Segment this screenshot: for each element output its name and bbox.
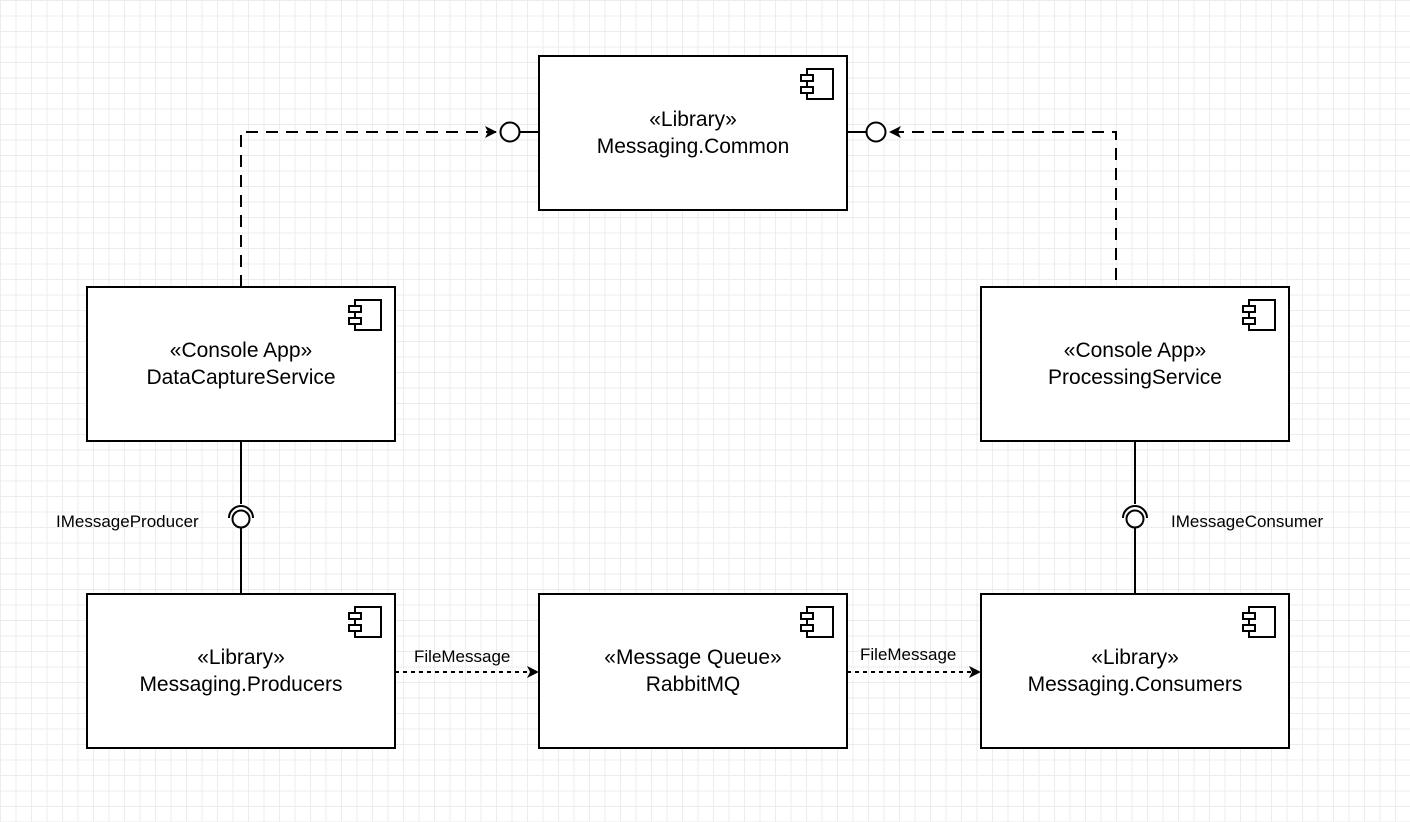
component-messaging-common[interactable]: «Library» Messaging.Common — [538, 55, 848, 211]
interface-label-producer: IMessageProducer — [56, 512, 199, 531]
consumer-socket — [1122, 505, 1148, 519]
component-name: DataCaptureService — [146, 366, 336, 389]
component-name: RabbitMQ — [645, 673, 741, 696]
flow-label-queue-to-consumers: FileMessage — [860, 645, 957, 664]
component-name: ProcessingService — [1048, 366, 1222, 389]
common-left-lollipop — [499, 121, 521, 143]
component-stereotype: «Console App» — [169, 339, 313, 362]
component-name: Messaging.Common — [596, 135, 790, 158]
component-name: Messaging.Producers — [139, 673, 343, 696]
component-processing-service[interactable]: «Console App» ProcessingService — [980, 286, 1290, 442]
component-stereotype: «Library» — [649, 108, 737, 131]
component-stereotype: «Console App» — [1063, 339, 1207, 362]
producer-socket — [228, 505, 254, 519]
component-name: Messaging.Consumers — [1027, 673, 1243, 696]
uml-component-icon — [800, 68, 834, 100]
component-stereotype: «Library» — [197, 646, 285, 669]
component-rabbitmq[interactable]: «Message Queue» RabbitMQ — [538, 593, 848, 749]
dependency-datacapture-to-common[interactable] — [240, 126, 497, 287]
uml-component-icon — [348, 606, 382, 638]
component-messaging-producers[interactable]: «Library» Messaging.Producers — [86, 593, 396, 749]
uml-component-icon — [348, 299, 382, 331]
uml-component-icon — [1242, 299, 1276, 331]
component-stereotype: «Message Queue» — [604, 646, 782, 669]
component-messaging-consumers[interactable]: «Library» Messaging.Consumers — [980, 593, 1290, 749]
consumer-ball — [1125, 509, 1145, 529]
producer-ball — [231, 509, 251, 529]
interface-label-consumer: IMessageConsumer — [1171, 512, 1324, 531]
component-data-capture-service[interactable]: «Console App» DataCaptureService — [86, 286, 396, 442]
uml-component-icon — [800, 606, 834, 638]
dependency-processing-to-common[interactable] — [889, 126, 1117, 280]
uml-component-icon — [1242, 606, 1276, 638]
common-right-lollipop — [865, 121, 887, 143]
component-stereotype: «Library» — [1091, 646, 1179, 669]
flow-label-producers-to-queue: FileMessage — [414, 647, 511, 666]
